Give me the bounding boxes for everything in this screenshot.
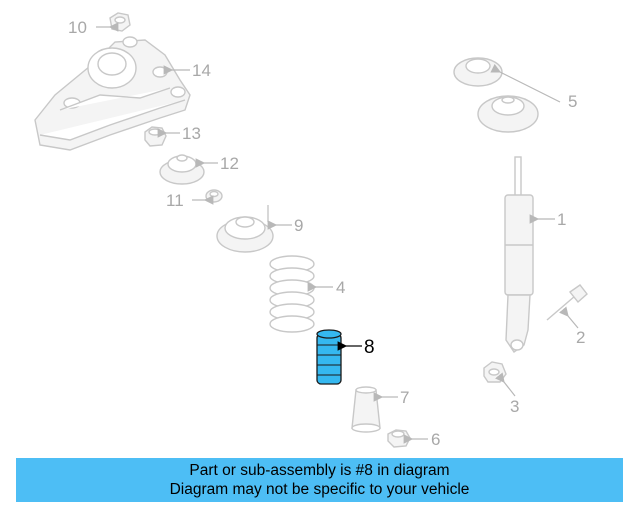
part-4-coil-spring xyxy=(269,255,315,333)
callout-10: 10 xyxy=(68,18,87,37)
callout-leaders xyxy=(96,22,579,444)
callout-11: 11 xyxy=(166,191,184,210)
part-3-nut xyxy=(483,361,507,383)
callout-6: 6 xyxy=(431,430,440,449)
part-1-strut xyxy=(504,156,534,353)
part-13-nut xyxy=(144,126,167,147)
callout-3: 3 xyxy=(510,397,519,416)
callout-4: 4 xyxy=(336,278,345,297)
callout-9: 9 xyxy=(294,216,303,235)
part-8-bump-stop xyxy=(316,329,342,385)
banner-line-1: Part or sub-assembly is #8 in diagram xyxy=(189,462,450,479)
part-14-upper-mount xyxy=(34,36,191,151)
banner-line-2: Diagram may not be specific to your vehi… xyxy=(169,481,470,498)
part-12-bearing xyxy=(159,154,205,185)
part-5-spring-seat-assembly xyxy=(453,57,539,133)
part-11-washer xyxy=(205,189,223,203)
part-10-nut xyxy=(109,12,131,32)
part-7-dust-boot xyxy=(351,386,381,433)
callout-numbers: 10 14 13 12 11 9 4 5 1 2 3 7 6 8 xyxy=(68,18,585,449)
callout-8: 8 xyxy=(364,337,375,358)
callout-5: 5 xyxy=(568,92,577,111)
callout-1: 1 xyxy=(557,210,566,229)
callout-13: 13 xyxy=(182,124,201,143)
callout-2: 2 xyxy=(576,328,585,347)
callout-14: 14 xyxy=(192,61,211,80)
part-6-nut xyxy=(387,429,411,448)
part-9-spring-seat xyxy=(216,205,274,253)
callout-7: 7 xyxy=(400,388,409,407)
info-banner: Part or sub-assembly is #8 in diagram Di… xyxy=(16,458,623,502)
part-2-bolt xyxy=(546,284,588,321)
callout-12: 12 xyxy=(220,154,239,173)
